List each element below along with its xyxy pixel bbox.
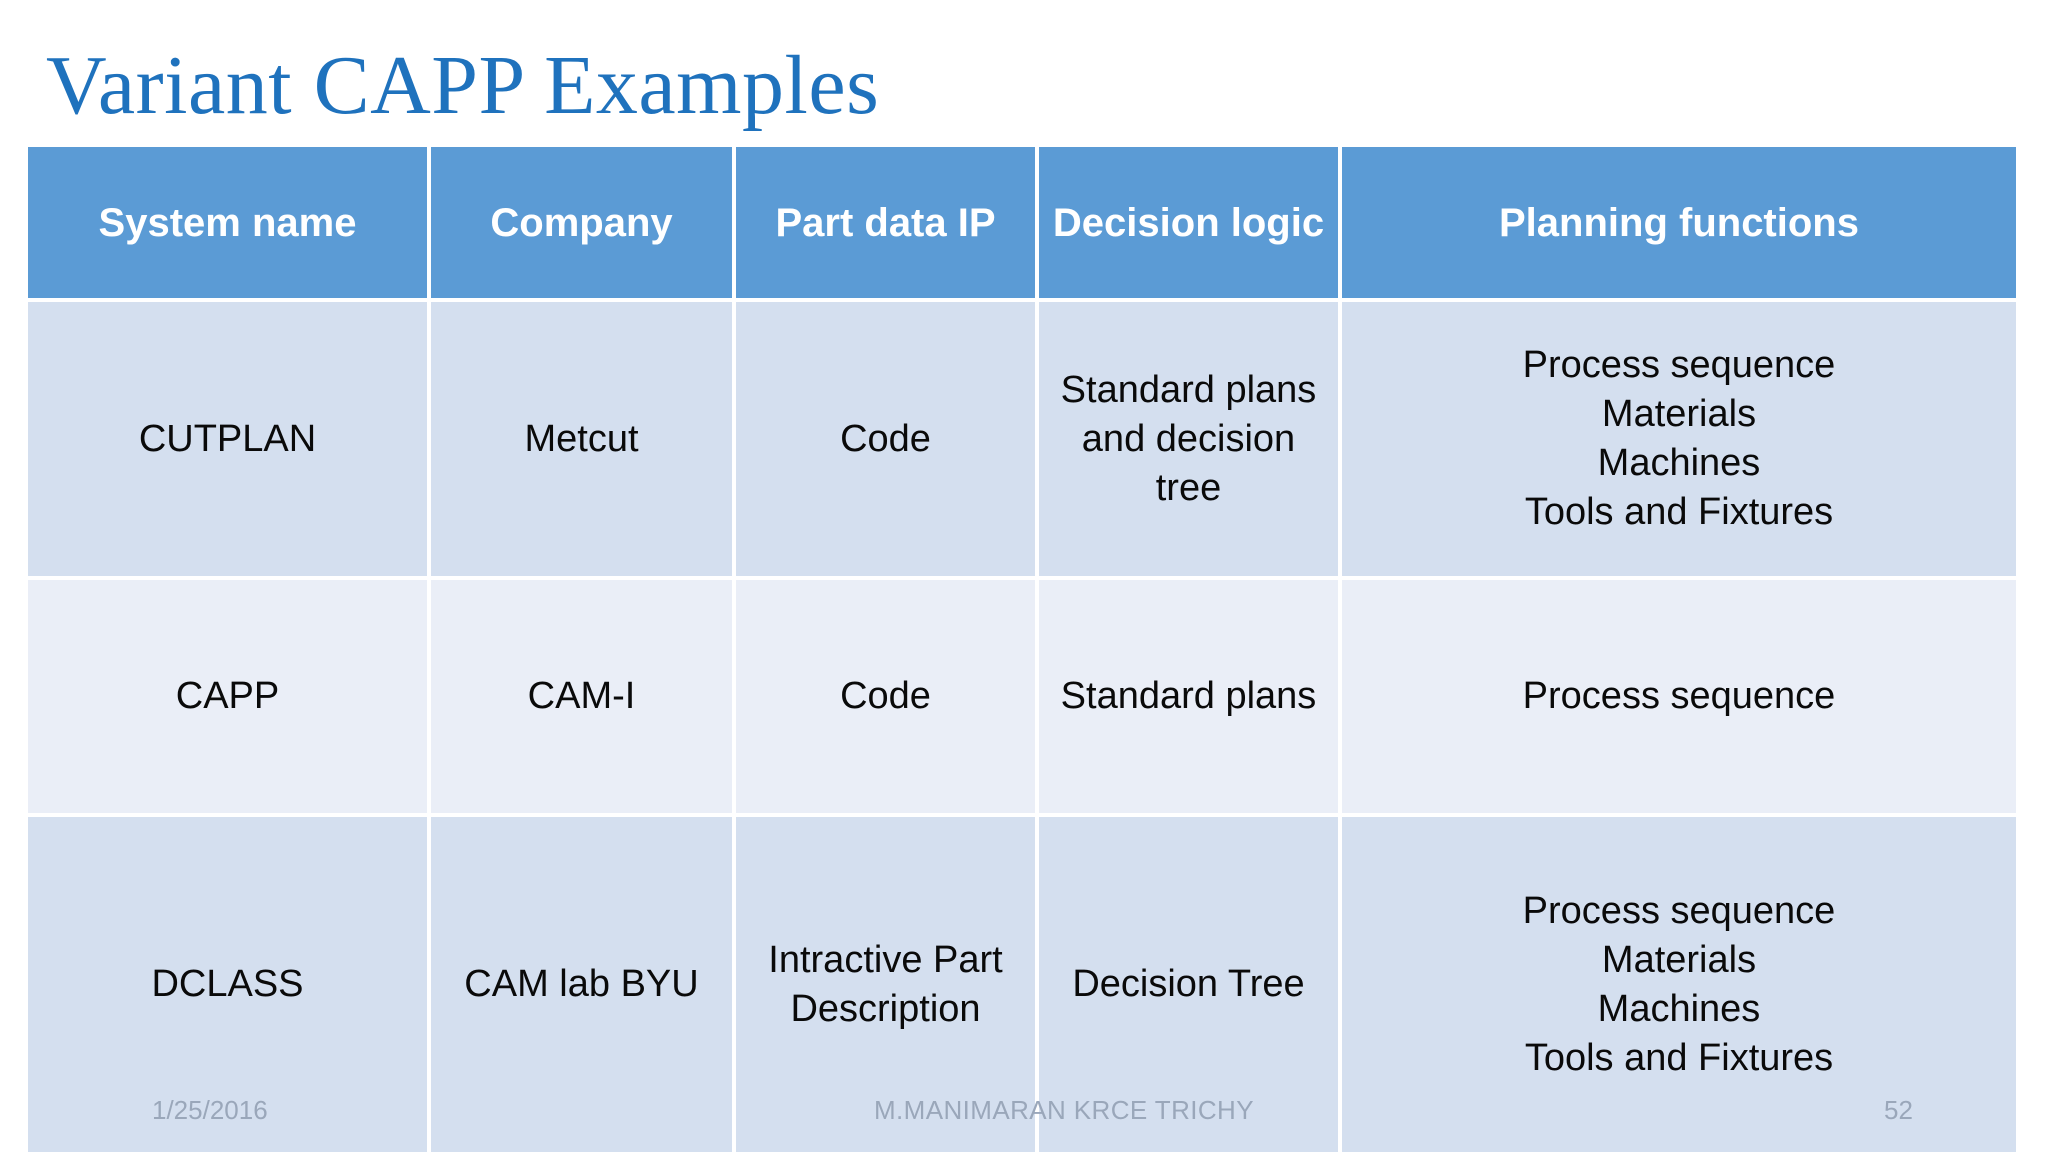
column-header-decision-logic: Decision logic — [1039, 147, 1342, 302]
cell-part-data-ip: Code — [736, 580, 1039, 818]
planning-function-item: Process sequence — [1522, 889, 1836, 932]
cell-planning-functions: Process sequence Materials Machines Tool… — [1342, 302, 2016, 581]
column-header-planning-functions: Planning functions — [1342, 147, 2016, 302]
cell-system-name: CUTPLAN — [28, 302, 431, 581]
planning-function-item: Tools and Fixtures — [1524, 491, 1834, 534]
cell-decision-logic: Decision Tree — [1039, 817, 1342, 1152]
planning-function-item: Machines — [1597, 442, 1761, 485]
cell-part-data-ip: Code — [736, 302, 1039, 581]
page-title: Variant CAPP Examples — [46, 39, 880, 132]
planning-function-item: Process sequence — [1522, 675, 1836, 718]
cell-decision-logic: Standard plans and decision tree — [1039, 302, 1342, 581]
table-header-row: System name Company Part data IP Decisio… — [28, 147, 2016, 302]
table-row: DCLASS CAM lab BYU Intractive Part Descr… — [28, 817, 2016, 1152]
planning-function-item: Tools and Fixtures — [1524, 1036, 1834, 1079]
cell-system-name: DCLASS — [28, 817, 431, 1152]
planning-function-item: Machines — [1597, 987, 1761, 1030]
table-row: CAPP CAM-I Code Standard plans Process s… — [28, 580, 2016, 818]
variant-capp-examples-table: System name Company Part data IP Decisio… — [28, 147, 2016, 1152]
cell-company: Metcut — [431, 302, 736, 581]
cell-planning-functions: Process sequence Materials Machines Tool… — [1342, 817, 2016, 1152]
cell-decision-logic: Standard plans — [1039, 580, 1342, 818]
column-header-part-data-ip: Part data IP — [736, 147, 1039, 302]
column-header-company: Company — [431, 147, 736, 302]
cell-part-data-ip: Intractive Part Description — [736, 817, 1039, 1152]
table-row: CUTPLAN Metcut Code Standard plans and d… — [28, 302, 2016, 581]
planning-function-item: Materials — [1601, 938, 1757, 981]
column-header-system-name: System name — [28, 147, 431, 302]
cell-company: CAM-I — [431, 580, 736, 818]
planning-function-item: Process sequence — [1522, 344, 1836, 387]
cell-system-name: CAPP — [28, 580, 431, 818]
cell-company: CAM lab BYU — [431, 817, 736, 1152]
cell-planning-functions: Process sequence — [1342, 580, 2016, 818]
planning-function-item: Materials — [1601, 393, 1757, 436]
